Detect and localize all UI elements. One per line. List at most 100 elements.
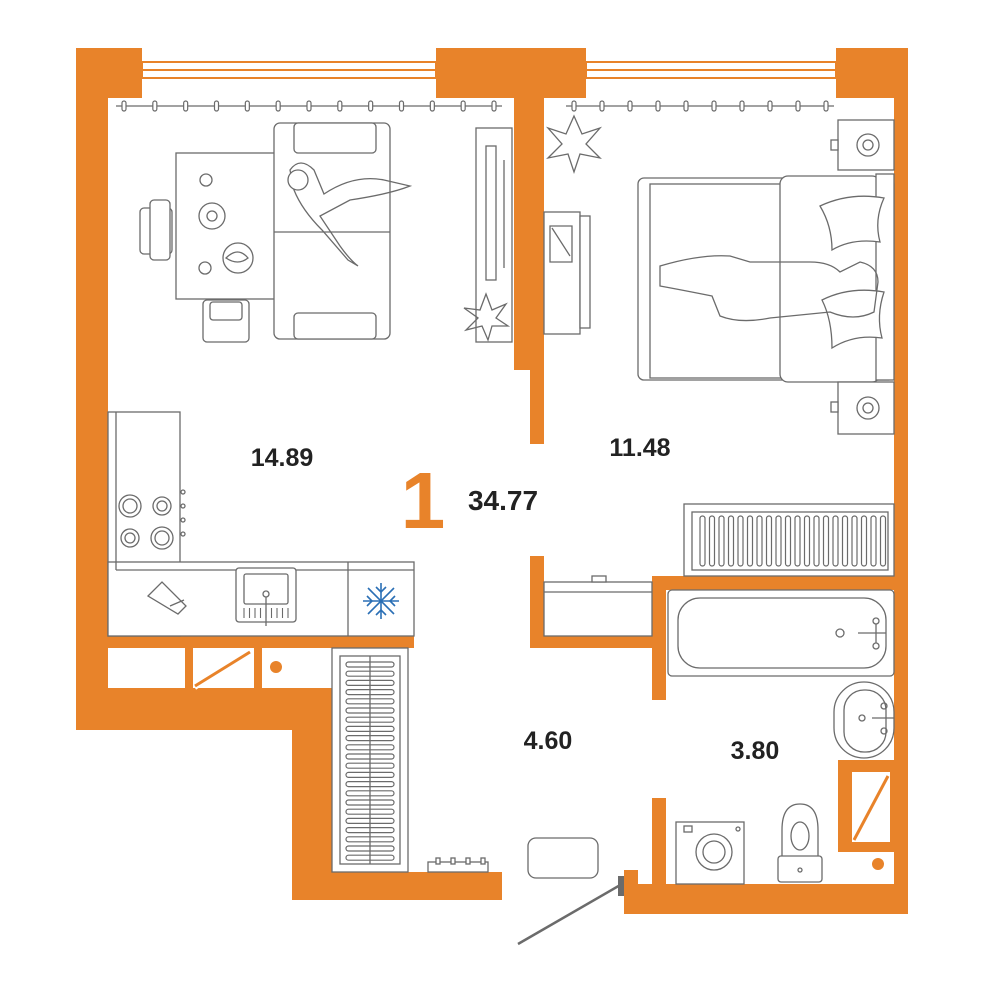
wall-closet-bottom bbox=[530, 636, 660, 648]
curtain-ring bbox=[275, 100, 281, 112]
hanger bbox=[851, 515, 858, 567]
person-icon bbox=[289, 162, 413, 267]
curtain-ring bbox=[244, 100, 250, 112]
hanger bbox=[345, 753, 395, 760]
hanger bbox=[718, 515, 725, 567]
wall-partition-lower bbox=[530, 370, 544, 444]
curtain-ring bbox=[152, 100, 158, 112]
hangers bbox=[345, 661, 395, 861]
rooms-count: 1 bbox=[401, 456, 446, 545]
curtain-ring bbox=[823, 100, 829, 112]
hanger bbox=[345, 817, 395, 825]
plate-icon bbox=[198, 202, 226, 230]
plant-icon bbox=[545, 114, 603, 175]
wall-bottom-left bbox=[76, 700, 332, 730]
person-icon bbox=[659, 255, 879, 322]
shoe-rack bbox=[427, 857, 489, 873]
cup-icon bbox=[199, 173, 213, 187]
area-living-kitchen: 14.89 bbox=[251, 444, 314, 472]
wall-closet-left bbox=[530, 556, 544, 648]
tv-unit bbox=[475, 127, 513, 343]
hanger bbox=[870, 515, 877, 567]
area-hallway: 4.60 bbox=[524, 727, 573, 755]
hanger bbox=[699, 515, 706, 567]
curtain-ring bbox=[739, 100, 745, 112]
kitchen-counter bbox=[107, 411, 415, 637]
windows bbox=[141, 61, 837, 79]
hanger bbox=[860, 515, 868, 567]
curtain-ring bbox=[368, 100, 374, 112]
curtain-ring bbox=[491, 100, 497, 112]
curtain-ring bbox=[571, 100, 577, 112]
pipe-dot bbox=[872, 858, 884, 870]
hanger bbox=[803, 515, 811, 567]
hanger bbox=[345, 799, 395, 806]
pillow-icon bbox=[821, 289, 885, 350]
curtain-ring bbox=[121, 100, 127, 112]
curtain-ring bbox=[398, 100, 405, 112]
area-bathroom: 3.80 bbox=[731, 737, 780, 765]
sink-ridges bbox=[243, 608, 289, 618]
hanger bbox=[345, 661, 395, 668]
bathtub-icon bbox=[667, 589, 895, 677]
curtain-ring bbox=[767, 100, 773, 112]
hanger bbox=[345, 734, 395, 742]
hanger bbox=[345, 679, 395, 687]
burner-icon bbox=[118, 494, 142, 518]
hanger bbox=[737, 515, 744, 567]
wall-kitchen-post-1 bbox=[185, 648, 193, 688]
book-icon bbox=[549, 225, 573, 263]
hanger bbox=[345, 845, 395, 852]
plant-icon bbox=[463, 292, 511, 342]
curtain-ring bbox=[627, 100, 633, 112]
closet-shelf bbox=[543, 575, 653, 637]
hanger bbox=[794, 515, 801, 567]
wall-door-jamb bbox=[624, 870, 638, 914]
chair-left bbox=[139, 199, 173, 261]
curtain-ring bbox=[711, 100, 717, 112]
curtain-ring bbox=[337, 100, 343, 112]
hanger bbox=[756, 515, 763, 567]
burner-icon bbox=[150, 526, 174, 550]
curtain-ring bbox=[429, 100, 435, 112]
door-mat bbox=[527, 837, 599, 879]
wall-top-left bbox=[76, 48, 142, 98]
kitchen-sink bbox=[235, 567, 297, 626]
walls bbox=[76, 48, 908, 914]
hanger bbox=[879, 515, 887, 567]
area-bedroom: 11.48 bbox=[609, 434, 670, 462]
sofa bbox=[273, 122, 413, 340]
bed bbox=[637, 173, 895, 383]
curtain-rings bbox=[121, 100, 829, 112]
entrance-door[interactable] bbox=[517, 876, 624, 946]
toilet bbox=[777, 803, 823, 883]
pipe-dot bbox=[270, 661, 282, 673]
hob bbox=[118, 489, 186, 550]
curtain-ring bbox=[599, 100, 605, 112]
total-area: 34.77 bbox=[468, 485, 538, 516]
nightstand-bottom bbox=[830, 381, 895, 435]
pillow-icon bbox=[819, 195, 885, 252]
washbasin bbox=[833, 681, 895, 759]
curtain-ring bbox=[306, 100, 312, 112]
hanger bbox=[345, 780, 395, 788]
wall-top-middle bbox=[436, 48, 586, 98]
hanger bbox=[345, 716, 395, 723]
plate-icon bbox=[222, 242, 254, 274]
hanger bbox=[345, 854, 395, 861]
burner-icon bbox=[152, 496, 172, 516]
hanger bbox=[345, 771, 395, 779]
wall-left-lower bbox=[292, 700, 332, 900]
hanger bbox=[345, 670, 395, 677]
wall-partition-upper bbox=[514, 98, 544, 370]
hanger bbox=[345, 707, 395, 714]
chair-bottom bbox=[202, 299, 250, 343]
plant-bedroom bbox=[545, 114, 603, 175]
curtain-ring bbox=[795, 100, 801, 112]
wall-bath-top bbox=[652, 576, 908, 590]
fridge bbox=[363, 583, 399, 619]
plant-living bbox=[463, 292, 511, 342]
curtain-ring bbox=[460, 100, 466, 112]
toilet-icon bbox=[781, 803, 819, 859]
hanger bbox=[345, 826, 395, 834]
